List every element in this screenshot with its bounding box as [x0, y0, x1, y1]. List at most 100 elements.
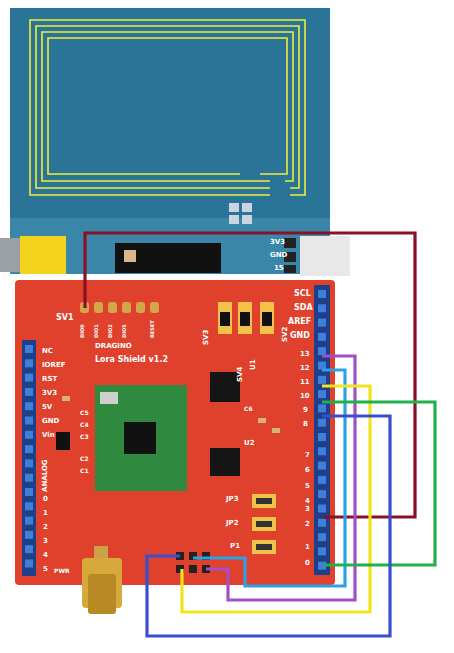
header-pin: [25, 345, 33, 353]
pin-name: Vin: [42, 432, 55, 439]
part-name: C4: [80, 422, 89, 428]
header-pin: [318, 376, 326, 384]
header-pin: [318, 319, 326, 327]
part-name: P1: [230, 543, 240, 550]
part-name: SV1: [56, 314, 74, 322]
part-name: U1: [250, 359, 257, 370]
pin-number: 2: [305, 521, 310, 528]
pin-number: 2: [43, 524, 48, 531]
part-name: JP3: [226, 496, 239, 503]
pin-number: 3: [305, 506, 310, 513]
logo-text: DRAGINO: [95, 343, 132, 350]
header-pin: [318, 433, 326, 441]
pin-number: 12: [300, 365, 310, 372]
lora-shield-board: [15, 280, 335, 585]
header-pin: [318, 362, 326, 370]
pin-name: SDA: [294, 304, 313, 312]
pin-name: AREF: [288, 318, 311, 326]
pin-name: ANALOG: [42, 459, 49, 492]
pin-name: GND: [42, 418, 59, 425]
header-pin: [25, 502, 33, 510]
nfc-board-strip: [10, 218, 330, 274]
chip-u1: [210, 372, 240, 402]
pin-number: 5: [43, 566, 48, 573]
sma-connector: [82, 546, 122, 614]
pin-number: 4: [305, 498, 310, 505]
pin-name: SCL: [294, 290, 311, 298]
part-name: JP2: [226, 520, 239, 527]
header-pin: [25, 402, 33, 410]
pin-number: 0: [305, 560, 310, 567]
header-pin: [25, 545, 33, 553]
lora-module: [95, 385, 187, 491]
nfc-chip: [115, 243, 221, 273]
nfc-header: [300, 236, 350, 276]
header-pin: [25, 488, 33, 496]
header-pin: [318, 476, 326, 484]
wires: [85, 233, 435, 636]
pin-number: 3: [43, 538, 48, 545]
header-pin: [318, 404, 326, 412]
pin-number: 9: [303, 407, 308, 414]
header-pin: [25, 517, 33, 525]
pin-number: 5: [305, 483, 310, 490]
header-pin: [318, 462, 326, 470]
part-name: SV2: [282, 327, 289, 342]
yellow-part: [20, 236, 66, 274]
lora-chip: [124, 422, 156, 454]
pin-name: DIO2: [108, 324, 113, 338]
header-pin: [25, 459, 33, 467]
header-pin: [25, 388, 33, 396]
pin-name: RST: [42, 376, 57, 383]
header-pin: [25, 445, 33, 453]
pin-number: 6: [305, 467, 310, 474]
jp-jumpers: [252, 494, 276, 554]
header-pin: [318, 419, 326, 427]
board-title: Lora Shield v1.2: [95, 356, 168, 364]
part-name: SV3: [203, 330, 210, 345]
header-pin: [25, 431, 33, 439]
part-name: C3: [80, 434, 89, 440]
pin-name: IOREF: [42, 362, 66, 369]
part-name: C6: [244, 406, 253, 412]
connector: [0, 238, 22, 272]
pin-name: 5V: [42, 404, 52, 411]
header-pin: [318, 347, 326, 355]
header-pin: [25, 417, 33, 425]
part-name: C1: [80, 468, 89, 474]
antenna-coil: [30, 20, 305, 195]
pin-name: RESET: [150, 320, 155, 338]
part-name: U2: [244, 440, 255, 447]
regulator: [56, 432, 70, 450]
sv1-pads: [80, 302, 159, 313]
pin-name: DIO1: [94, 324, 99, 338]
header-pin: [318, 333, 326, 341]
pin-name: 15: [274, 265, 284, 272]
header-pin: [25, 560, 33, 568]
pin-number: 11: [300, 379, 310, 386]
pin-number: 1: [43, 510, 48, 517]
chip-u2: [210, 448, 240, 476]
part-name: C2: [80, 456, 89, 462]
part-name: C5: [80, 410, 89, 416]
header-pin: [318, 447, 326, 455]
pin-number: 10: [300, 393, 310, 400]
pin-number: 8: [303, 421, 308, 428]
pin-name: DIO5: [122, 324, 127, 338]
header-pin: [318, 519, 326, 527]
part-name: SV4: [237, 367, 244, 382]
header-pin: [25, 359, 33, 367]
pin-name: 3V3: [42, 390, 57, 397]
header-pin: [318, 290, 326, 298]
pin-number: 0: [43, 496, 48, 503]
header-pin: [25, 374, 33, 382]
pin-name: NC: [42, 348, 53, 355]
pin-name: GND: [290, 332, 310, 340]
header-pin: [318, 505, 326, 513]
pin-name: DIO0: [80, 324, 85, 338]
shield-board: Lora Shield v1.2: [15, 280, 335, 585]
header-pin: [318, 533, 326, 541]
left-header: [22, 340, 36, 576]
sv-jumpers: [218, 302, 274, 334]
